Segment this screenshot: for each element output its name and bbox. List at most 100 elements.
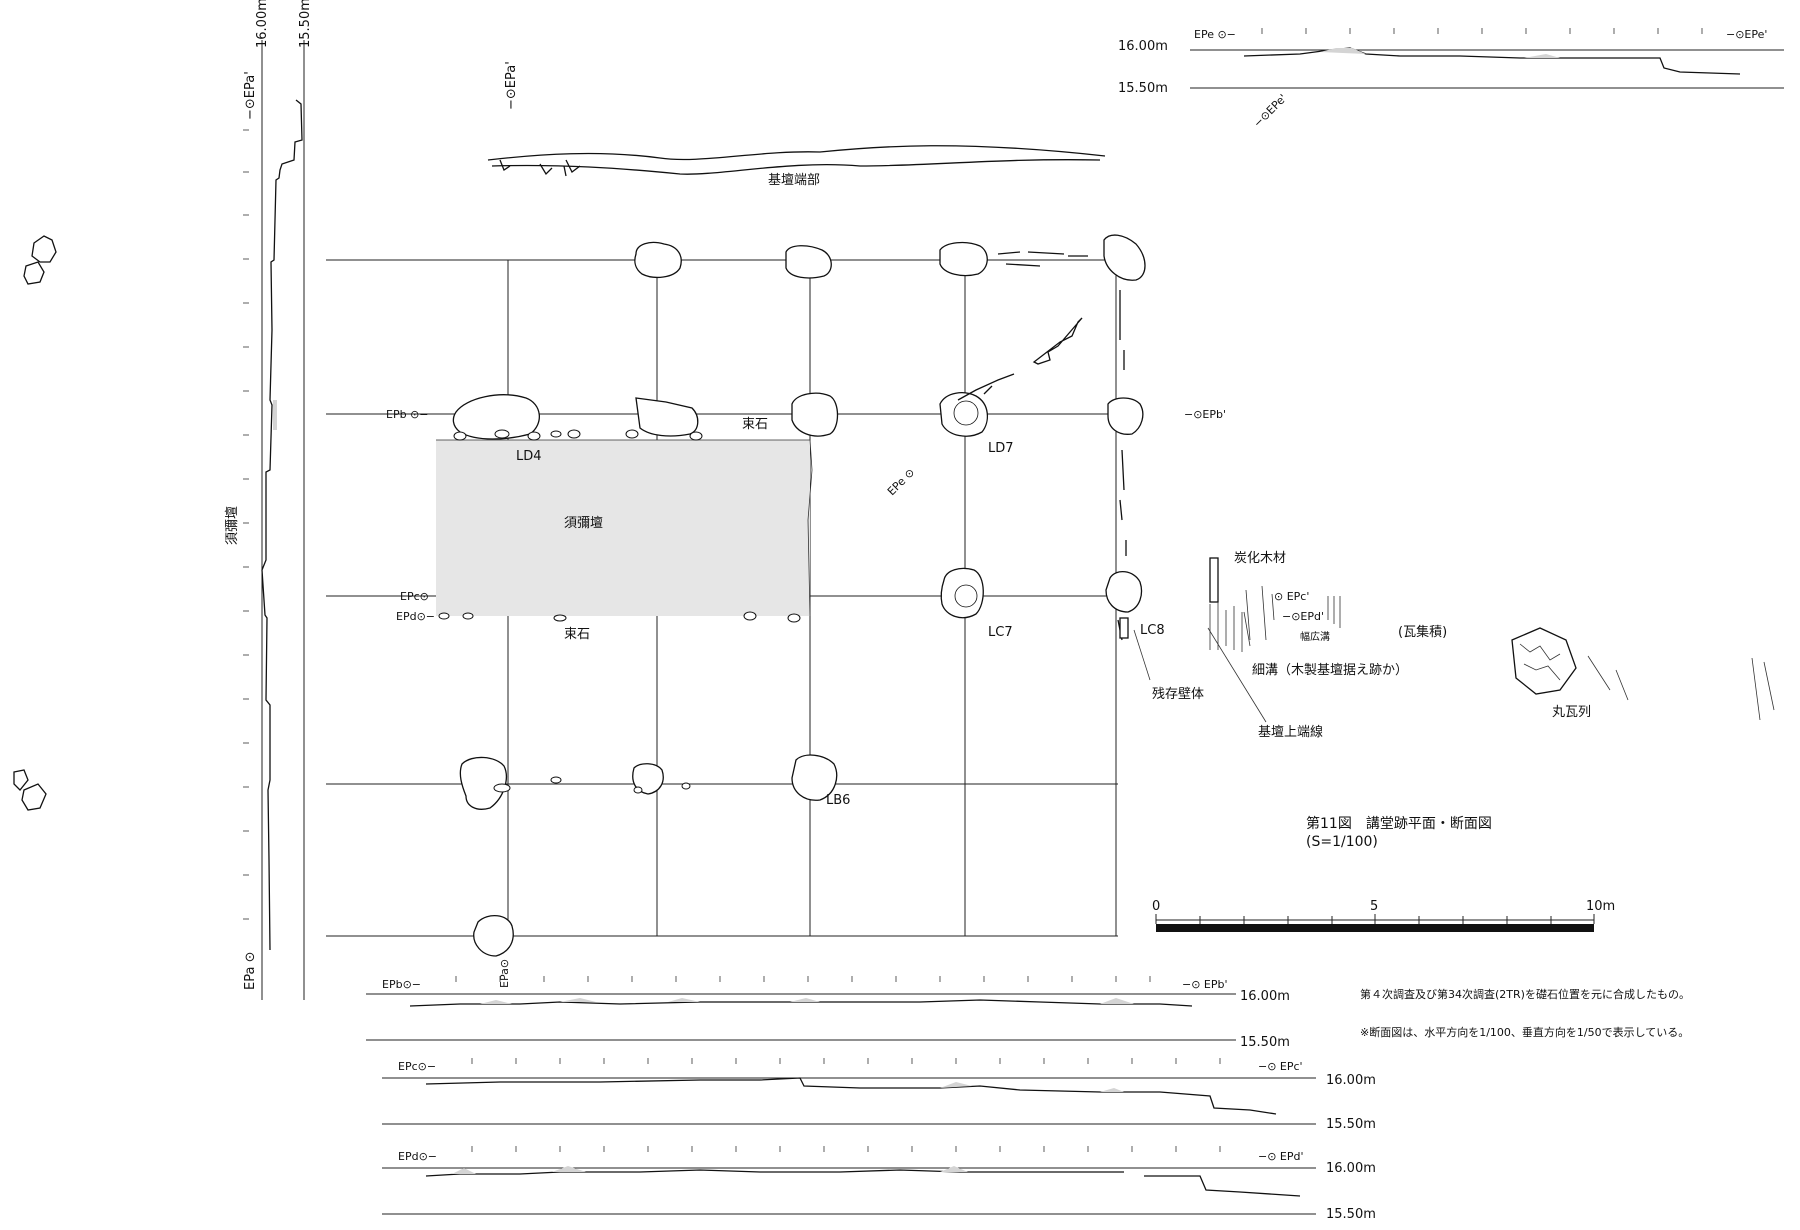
pebble <box>743 611 757 621</box>
pebble <box>550 776 562 784</box>
label-tsukaishi-lower: 束石 <box>564 627 590 642</box>
section-a: 16.00m 15.50m −⊙EPa' EPa ⊙ 須彌壇 <box>224 0 313 1000</box>
pebble <box>553 614 567 622</box>
detached-stones-left <box>13 235 57 811</box>
section-d-lower-label: 15.50m <box>1326 1207 1376 1222</box>
tsukaishi-pebbles <box>438 429 801 794</box>
shumidan-label: 須彌壇 <box>564 515 603 531</box>
scale-bar: 0 5 10m <box>1152 899 1615 932</box>
point-epa: EPa ⊙ <box>243 952 258 990</box>
section-c-start: EPc⊙− <box>398 1060 436 1073</box>
scale-tick-0: 0 <box>1152 899 1160 914</box>
label-remaining-wall: 残存壁体 <box>1152 687 1204 702</box>
section-a-upper-label: 16.00m <box>255 0 270 48</box>
stone-socket <box>954 584 978 608</box>
point-epa-end: −⊙EPa' <box>243 71 258 120</box>
wide-ditch-lines <box>1327 596 1341 628</box>
shumidan-edge <box>436 439 813 617</box>
trench-edge <box>1587 655 1775 721</box>
round-tile-cluster <box>1511 627 1577 695</box>
label-round-tile-row: 丸瓦列 <box>1552 705 1591 720</box>
point-epb-end: −⊙EPb' <box>1184 408 1226 421</box>
note-composite: 第４次調査及び第34次調査(2TR)を礎石位置を元に合成したもの。 <box>1360 987 1690 1001</box>
point-epa-plan-end: −⊙EPa' <box>504 61 519 110</box>
pebble <box>787 613 801 623</box>
detached-stone <box>13 769 29 791</box>
pebble <box>527 431 541 441</box>
foundation-stone <box>1103 234 1146 281</box>
detached-stone <box>23 261 45 285</box>
foundation-stone <box>791 392 839 437</box>
shumidan-area <box>436 440 810 616</box>
section-e-profile <box>1243 47 1741 75</box>
figure-scale-note: (S=1/100) <box>1306 834 1378 850</box>
section-b-fill <box>480 998 1134 1004</box>
leader-line <box>1243 611 1251 647</box>
section-d-start: EPd⊙− <box>398 1150 437 1163</box>
section-e-end: −⊙EPe' <box>1726 28 1767 41</box>
foundation-stone <box>634 241 682 279</box>
foundation-stone <box>939 241 988 277</box>
remaining-wall-piece <box>1119 617 1129 639</box>
label-tsukaishi-upper: 束石 <box>742 417 768 432</box>
point-epe-end-plan: −⊙EPe' <box>1251 92 1289 130</box>
point-epe-plan: EPe ⊙ <box>885 466 917 498</box>
section-b-end: −⊙ EPb' <box>1182 978 1228 991</box>
pebble <box>689 431 703 441</box>
pebble <box>462 612 474 620</box>
foundation-stone <box>785 245 832 279</box>
foundation-stone <box>635 397 699 437</box>
section-b-upper-label: 16.00m <box>1240 989 1290 1004</box>
foundation-stone-lc7 <box>940 567 984 619</box>
point-epd-end: −⊙EPd' <box>1282 610 1324 623</box>
section-a-profile <box>261 99 303 951</box>
carbonized-wood <box>1209 557 1219 603</box>
pebble <box>453 431 467 441</box>
section-c-profile <box>425 1077 1277 1115</box>
kidan-edge-line <box>487 145 1106 161</box>
note-vertical-scale: ※断面図は、水平方向を1/100、垂直方向を1/50で表示している。 <box>1360 1025 1689 1039</box>
kidan-edge-profile: −⊙EPa' 基壇端部 <box>487 61 1106 188</box>
label-platform-top-line: 基壇上端線 <box>1258 724 1323 740</box>
label-lc8: LC8 <box>1140 623 1165 638</box>
label-tile-pile: (瓦集積) <box>1398 624 1447 640</box>
section-e-start: EPe ⊙− <box>1194 28 1236 41</box>
section-c: EPc⊙− −⊙ EPc' 16.00m 15.50m <box>382 1058 1376 1132</box>
detached-stone <box>31 235 57 263</box>
kidan-edge-line <box>491 159 1101 175</box>
scale-tick-5: 5 <box>1370 899 1378 914</box>
scale-tick-10: 10m <box>1586 899 1615 914</box>
wall-fragment <box>1117 290 1127 641</box>
stone-socket <box>953 400 979 426</box>
foundation-stone <box>632 763 664 795</box>
section-b-start: EPb⊙− <box>382 978 421 991</box>
foundation-stone <box>459 756 507 810</box>
foundation-stone-ld7 <box>939 392 988 437</box>
section-d-upper-label: 16.00m <box>1326 1161 1376 1176</box>
section-d-profile <box>1144 1175 1301 1197</box>
section-e-ticks <box>1261 28 1703 34</box>
section-d-fill <box>452 1166 968 1174</box>
point-epa-plan: EPa⊙ <box>498 959 511 988</box>
wall-fragment <box>997 251 1088 267</box>
section-c-lower-label: 15.50m <box>1326 1117 1376 1132</box>
section-b-ticks <box>455 976 1151 982</box>
section-c-ticks <box>471 1058 1221 1064</box>
section-a-fill <box>273 400 277 430</box>
section-a-shumidan-label: 須彌壇 <box>224 506 240 545</box>
carbonized-trace <box>957 373 1015 401</box>
leader-line <box>1133 629 1151 681</box>
pebble <box>494 429 510 439</box>
section-d-ticks <box>471 1146 1221 1152</box>
detached-stone <box>21 783 47 811</box>
foundation-stone-lc8 <box>1105 571 1143 613</box>
pebble <box>633 786 643 794</box>
foundation-stone-lb6 <box>791 754 838 801</box>
foundation-stones <box>452 234 1146 957</box>
pebble <box>438 612 450 620</box>
scale-bar-ticks <box>1155 914 1595 924</box>
section-a-lower-label: 15.50m <box>298 0 313 48</box>
section-c-end: −⊙ EPc' <box>1258 1060 1303 1073</box>
point-epc-end: ⊙ EPc' <box>1274 590 1309 603</box>
label-ld4: LD4 <box>516 449 542 464</box>
